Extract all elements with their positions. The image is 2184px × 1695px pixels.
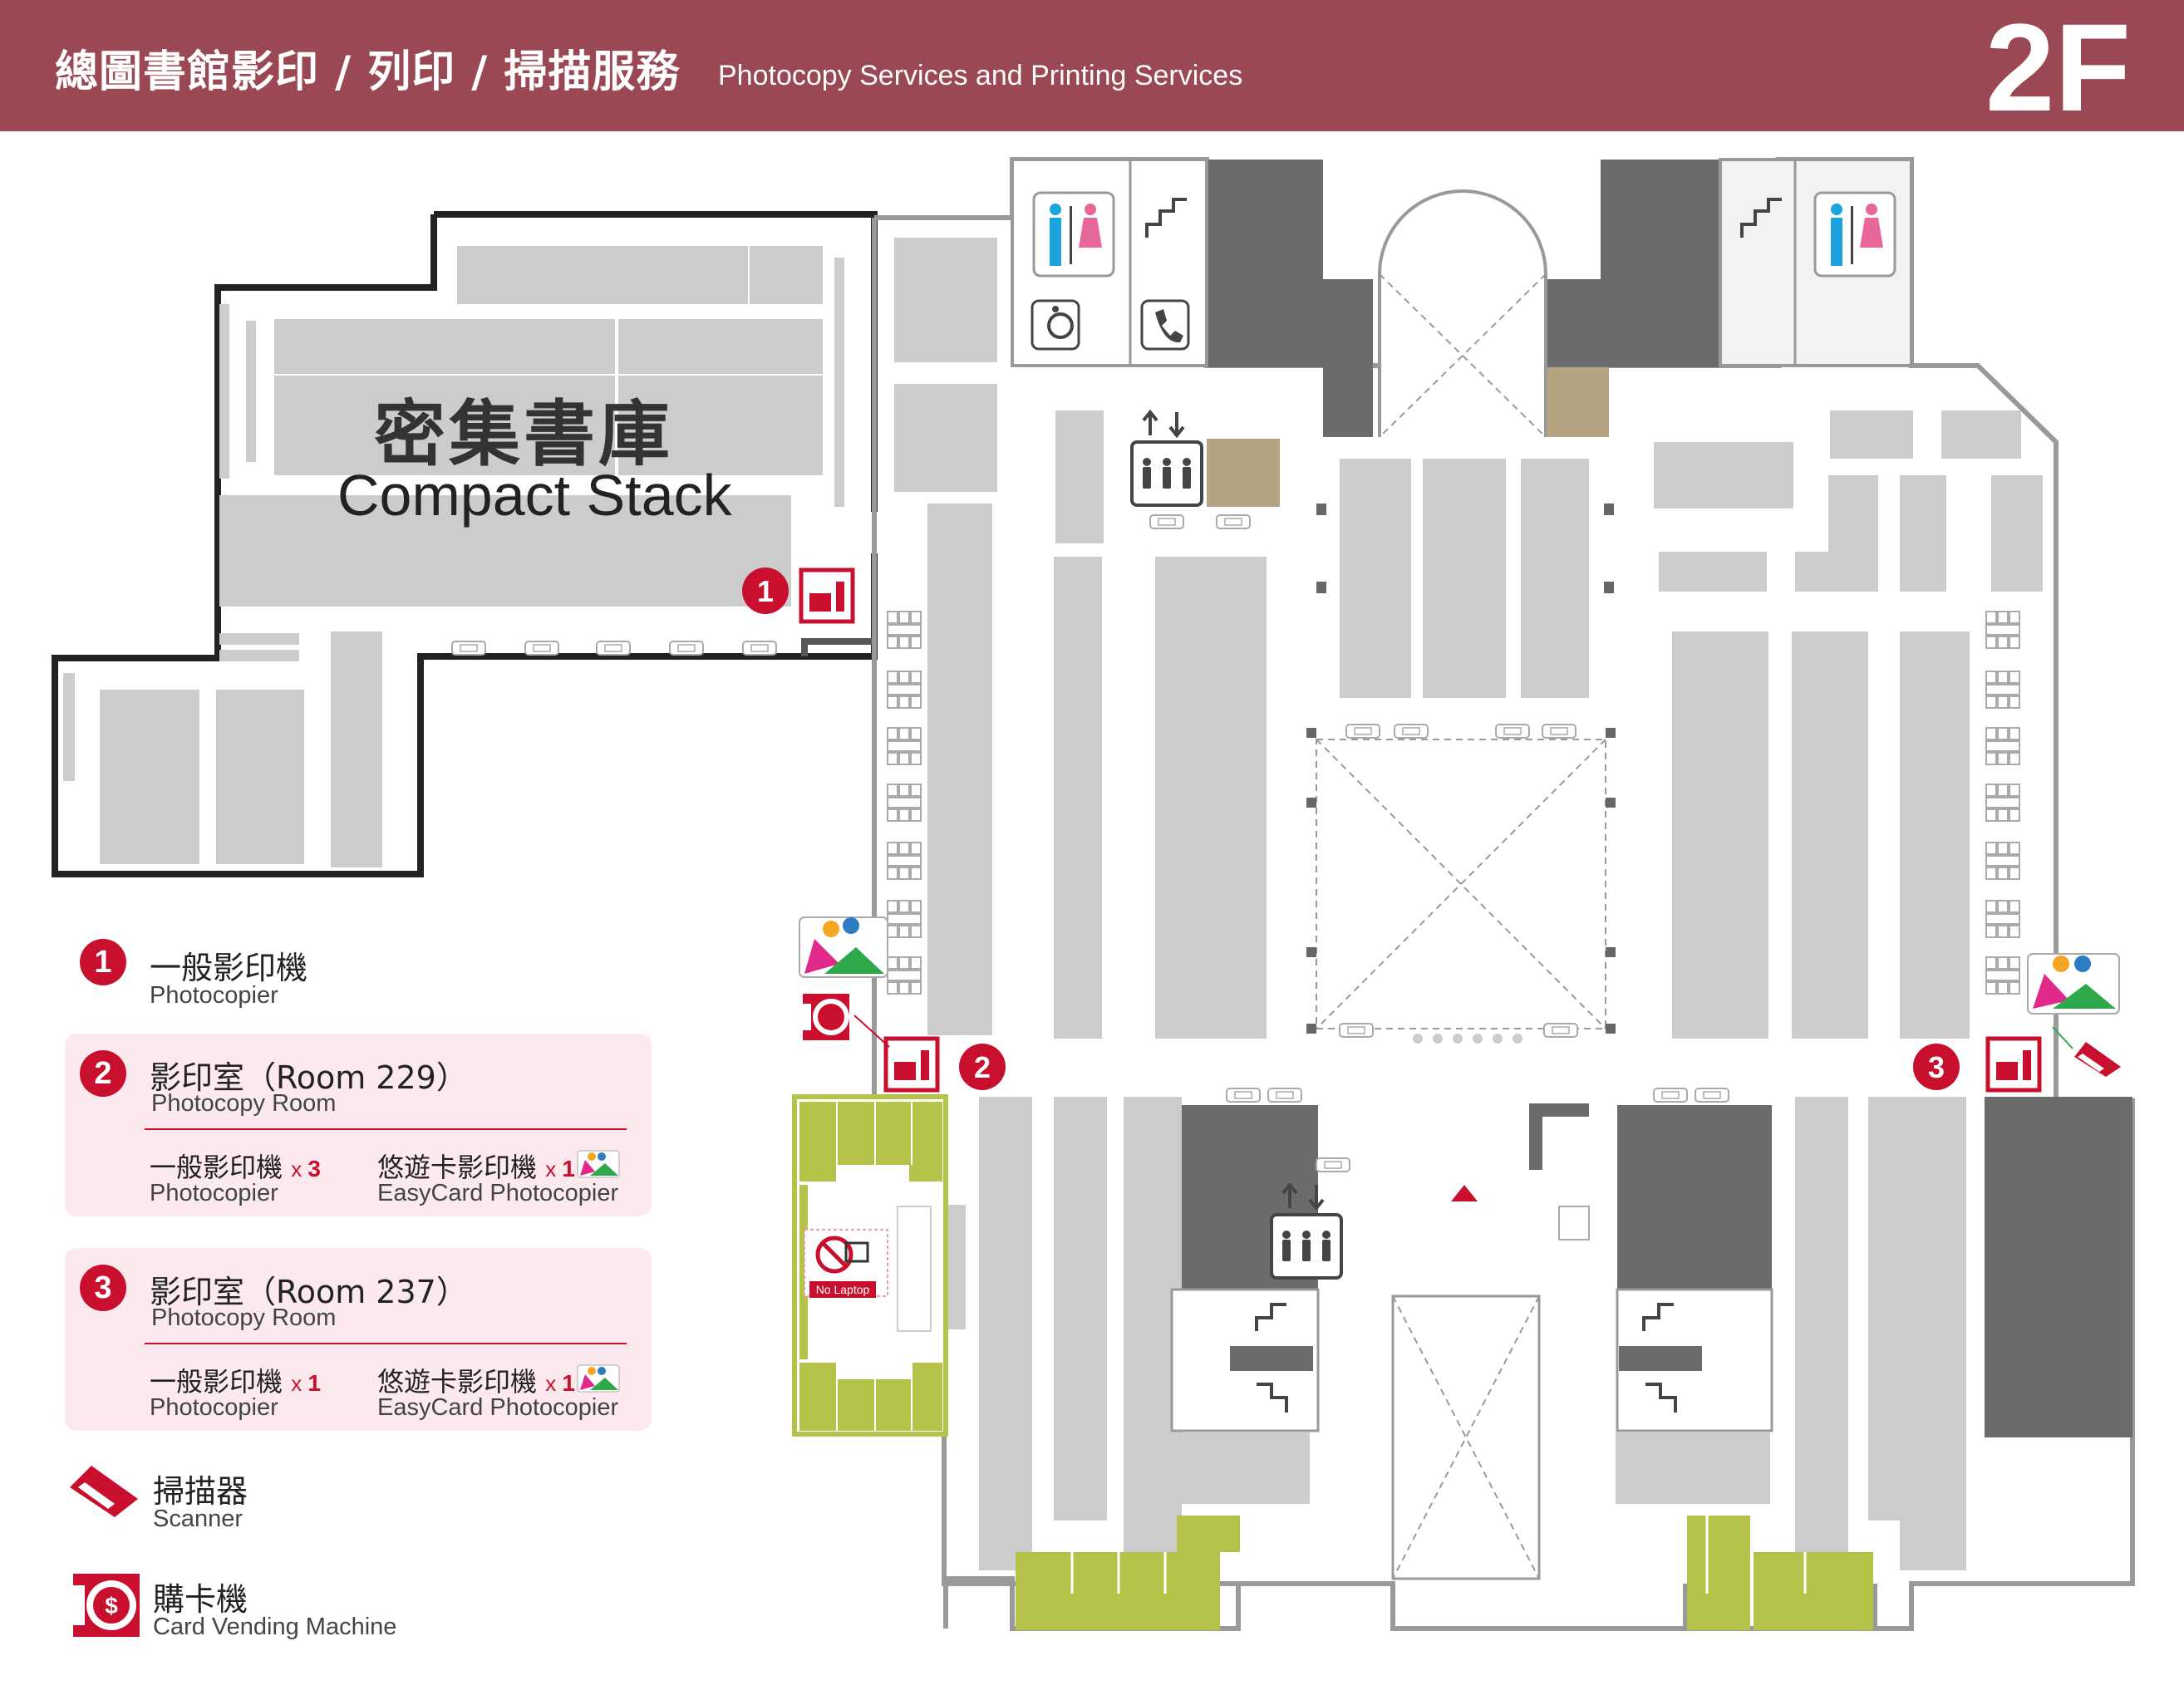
stairs-icon [1257,1383,1288,1412]
easycard-icon [799,916,888,978]
service-core-blocks [1172,160,2132,1437]
map-marker-3: 3 [1913,1044,1960,1090]
legend-room237-zh: 影印室（Room 237） [150,1274,468,1310]
legend-photocopier-en: Photocopier [150,982,278,1009]
phone-icon [1140,299,1190,351]
photocopier-icon [883,1036,940,1093]
map-marker-2: 2 [959,1044,1006,1090]
svg-text:1: 1 [757,574,774,608]
scanner-icon [70,1466,138,1517]
toilet-icon [1050,204,1102,266]
map-marker-1: 1 [742,567,789,614]
no-laptop-icon [804,1229,888,1298]
legend-room229-divider [145,1128,627,1130]
legend-room237-easy-zh: 悠遊卡影印機 x 1 [377,1366,575,1398]
page-title-zh: 總圖書館影印 / 列印 / 掃描服務 [55,47,681,97]
restroom-blocks [1011,158,1913,438]
elevator-icon [1130,409,1203,507]
compact-stack-label-en: Compact Stack [337,463,732,528]
page-title-en: Photocopy Services and Printing Services [718,60,1243,91]
toilet-icon [1831,204,1883,266]
svg-text:3: 3 [1928,1050,1945,1084]
elevator-icon [1270,1182,1343,1280]
legend-vending-en: Card Vending Machine [153,1614,397,1640]
legend-photocopier-zh: 一般影印機 [150,950,308,986]
easycard-icon [577,1364,620,1393]
atrium-void [1306,504,1616,1580]
scanner-icon [2074,1042,2121,1077]
lower-stairs [1170,1288,1773,1432]
legend-room229-box [65,1034,652,1216]
floor-label: 2F [1985,0,2131,137]
bookshelves [894,238,2043,1570]
legend-room229-easy-en: EasyCard Photocopier [377,1180,619,1206]
legend-room237-general-zh: 一般影印機 x 1 [150,1366,321,1398]
legend-scanner-en: Scanner [153,1506,243,1532]
legend-scanner-zh: 掃描器 [153,1473,248,1510]
legend-room229-general-zh: 一般影印機 x 3 [150,1152,321,1183]
legend-room229-zh: 影印室（Room 229） [150,1059,468,1096]
legend-room229-easy-zh: 悠遊卡影印機 x 1 [377,1152,575,1183]
reading-tables [887,514,2020,1332]
stairs-icon [1645,1383,1677,1412]
card-vending-icon [803,994,849,1040]
stairs-icon [1145,198,1782,238]
legend-room237-divider [145,1343,627,1344]
easycard-icon [2027,953,2120,1015]
accessible-icon [1031,299,1080,351]
stairs-icon [1642,1303,1674,1331]
header-bar: 總圖書館影印 / 列印 / 掃描服務 Photocopy Services an… [0,0,2184,131]
photocopier-icon [799,567,855,624]
compact-stack-area [52,211,878,877]
legend-room237-general-en: Photocopier [150,1394,278,1421]
card-vending-icon: $ [73,1574,140,1637]
legend-vending-zh: 購卡機 [153,1581,248,1618]
no-laptop-label: No Laptop [816,1283,870,1296]
photocopier-icon [1985,1036,2042,1093]
legend-room237-easy-en: EasyCard Photocopier [377,1394,619,1421]
stairs-icon [1255,1303,1286,1331]
easycard-icon [577,1150,620,1178]
legend-badge-2: 2 [80,1050,126,1097]
legend-room237-box [65,1248,652,1431]
legend-room229-general-en: Photocopier [150,1180,278,1206]
entrance-arrow-icon [1451,1185,1478,1201]
svg-text:2: 2 [974,1050,991,1084]
compact-stack-label-zh: 密集書庫 [374,393,673,476]
legend-room229-en: Photocopy Room [151,1090,337,1117]
svg-text:$: $ [105,1593,118,1619]
legend-badge-1: 1 [80,939,126,985]
legend-badge-3: 3 [80,1265,126,1311]
legend-room237-en: Photocopy Room [151,1304,337,1331]
